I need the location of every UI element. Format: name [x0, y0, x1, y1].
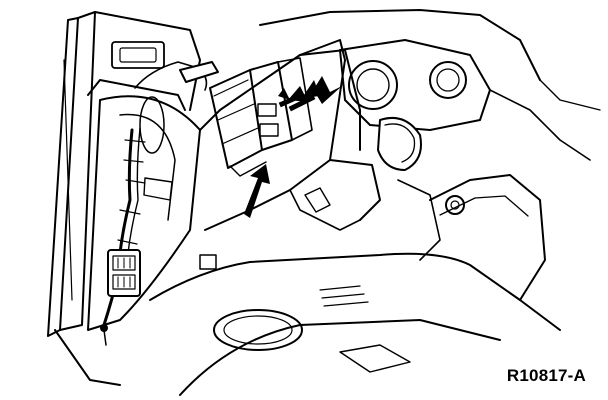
- wiring-harness: [100, 127, 146, 346]
- forward-arrow: [278, 76, 342, 112]
- control-module: [209, 57, 313, 177]
- figure-code: R10817-A: [506, 366, 586, 385]
- instrument-panel-edge: [259, 9, 601, 161]
- door-pillar: [47, 11, 201, 386]
- drain-plug: [445, 195, 465, 215]
- cowl-side-panel: [199, 39, 381, 231]
- rocker-sill: [429, 174, 546, 301]
- cowl-vent-openings: [339, 39, 491, 171]
- interior-trim-panel: [87, 61, 219, 331]
- junction-connector: [107, 249, 141, 297]
- floor-panel: [149, 179, 561, 396]
- upward-arrow: [244, 164, 270, 218]
